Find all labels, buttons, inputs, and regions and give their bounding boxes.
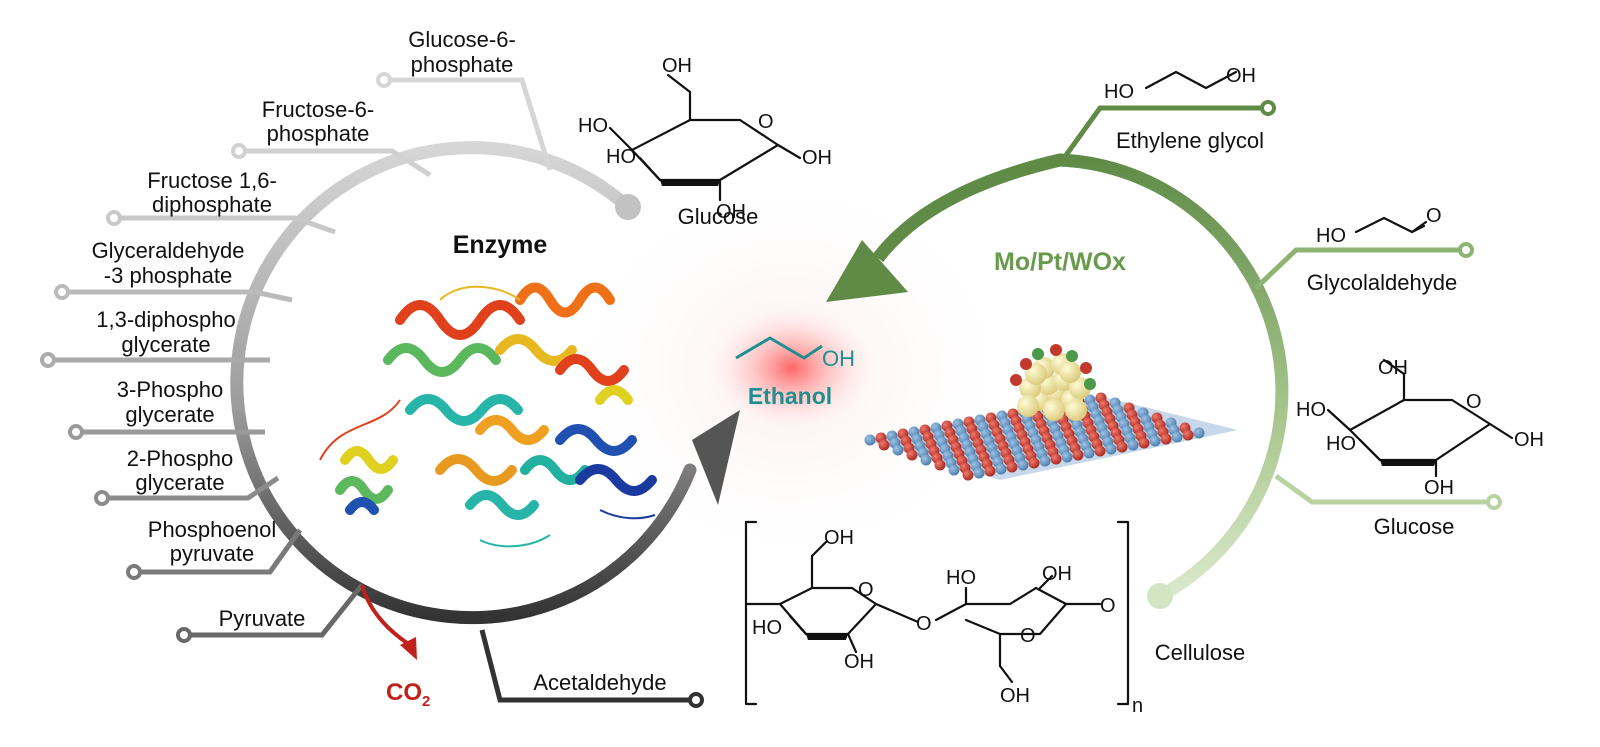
catalytic-pathway: Mo/Pt/WOx Ethylene glycol Glycolaldehyde… xyxy=(826,100,1502,665)
catalyst-title: Mo/Pt/WOx xyxy=(994,248,1126,276)
glucose-top-ho-1: HO xyxy=(578,115,608,137)
glucose-top-oh-2: OH xyxy=(802,147,832,169)
eg-oh: OH xyxy=(1226,65,1256,87)
enzyme-pathway: Glucose-6- phosphate Fructose-6- phospha… xyxy=(40,27,740,710)
enzyme-protein-loops xyxy=(319,285,656,548)
label-glucose-right: Glucose xyxy=(1374,514,1455,539)
label-ethylene-glycol: Ethylene glycol xyxy=(1116,128,1264,153)
cel-oh-4: OH xyxy=(1000,685,1030,707)
co2-arrowhead xyxy=(400,637,417,660)
glucose-top-ho-2: HO xyxy=(606,146,636,168)
label-2-phosphoglycerate-l1: 2-Phospho xyxy=(127,446,233,471)
ga-o: O xyxy=(1426,205,1442,227)
glycolaldehyde-structure: HO O xyxy=(1316,205,1442,247)
ethanol-structure: OH Ethanol xyxy=(735,336,855,409)
glc-r-ring-o: O xyxy=(1466,391,1482,413)
glucose-top-oh-3: OH xyxy=(716,201,746,223)
label-glycolaldehyde: Glycolaldehyde xyxy=(1307,270,1457,295)
label-phosphoenolpyruvate-l1: Phosphoenol xyxy=(148,517,276,542)
glucose-structure-top: OH HO HO O OH OH Glucose xyxy=(578,55,832,229)
cel-ring-o-1: O xyxy=(858,579,874,601)
cel-oh-1: OH xyxy=(824,527,854,549)
enzyme-branch-nodes xyxy=(40,72,704,708)
glc-r-oh-3: OH xyxy=(1424,477,1454,499)
cel-oh-3: OH xyxy=(1042,563,1072,585)
enzyme-arrowhead xyxy=(692,410,740,505)
label-2-phosphoglycerate-l2: glycerate xyxy=(135,470,224,495)
enzyme-branches xyxy=(54,77,690,703)
label-cellulose: Cellulose xyxy=(1155,640,1246,665)
label-pyruvate: Pyruvate xyxy=(219,606,306,631)
co2-arrow xyxy=(360,584,412,647)
label-fructose-6-phosphate-l2: phosphate xyxy=(267,121,370,146)
eg-ho: HO xyxy=(1104,81,1134,103)
label-fructose-16-diphosphate-l2: diphosphate xyxy=(152,192,272,217)
cel-end-o: O xyxy=(1100,595,1116,617)
ethylene-glycol-structure: HO OH xyxy=(1104,65,1256,103)
glucose-top-label: Glucose xyxy=(678,204,759,229)
co2-label: CO2 xyxy=(386,679,430,710)
glc-r-oh-1: OH xyxy=(1378,357,1408,379)
cel-ho-2: HO xyxy=(946,567,976,589)
label-3-phosphoglycerate-l1: 3-Phospho xyxy=(117,377,223,402)
ga-ho: HO xyxy=(1316,225,1346,247)
glc-r-ho-1: HO xyxy=(1296,399,1326,421)
catalyst-arrowhead xyxy=(826,240,908,302)
glucose-node xyxy=(615,194,641,220)
label-3-phosphoglycerate-l2: glycerate xyxy=(125,402,214,427)
label-glucose-6-phosphate-l2: phosphate xyxy=(411,52,514,77)
label-phosphoenolpyruvate-l2: pyruvate xyxy=(170,541,254,566)
label-glyceraldehyde-3-phosphate-l2: -3 phosphate xyxy=(104,263,232,288)
catalyst-surface-model xyxy=(864,344,1238,481)
ethanol-glow xyxy=(712,308,872,428)
cel-ring-o-2: O xyxy=(1020,625,1036,647)
label-fructose-16-diphosphate-l1: Fructose 1,6- xyxy=(147,168,277,193)
catalyst-arrow-shaft xyxy=(872,153,1062,262)
cel-bridge-o: O xyxy=(916,613,932,635)
enzyme-cycle-arc xyxy=(230,141,697,625)
ethanol-oh: OH xyxy=(822,346,855,371)
label-13-diphosphoglycerate-l1: 1,3-diphospho xyxy=(96,307,235,332)
label-13-diphosphoglycerate-l2: glycerate xyxy=(121,332,210,357)
cellulose-structure: n OH O HO OH O HO OH O OH O xyxy=(744,520,1143,717)
glucose-top-oh-1: OH xyxy=(662,55,692,77)
glc-r-oh-2: OH xyxy=(1514,429,1544,451)
enzyme-title: Enzyme xyxy=(453,231,548,259)
glucose-structure-right: OH HO HO O OH OH xyxy=(1296,357,1544,499)
label-fructose-6-phosphate-l1: Fructose-6- xyxy=(262,97,374,122)
label-glucose-6-phosphate-l1: Glucose-6- xyxy=(408,27,516,52)
catalyst-branch-nodes xyxy=(1260,100,1502,510)
enzyme-labels: Glucose-6- phosphate Fructose-6- phospha… xyxy=(92,27,667,695)
enzyme-protein-structure xyxy=(335,282,657,520)
cellulose-node xyxy=(1147,583,1173,609)
label-acetaldehyde: Acetaldehyde xyxy=(533,670,666,695)
catalyst-cycle-arc xyxy=(1053,153,1289,603)
label-glyceraldehyde-3-phosphate-l1: Glyceraldehyde xyxy=(92,238,245,263)
cel-ho-1: HO xyxy=(752,617,782,639)
cel-oh-2: OH xyxy=(844,651,874,673)
cellulose-n: n xyxy=(1132,695,1143,717)
glc-r-ho-2: HO xyxy=(1326,433,1356,455)
glucose-top-ring-o: O xyxy=(758,111,774,133)
catalyst-branches xyxy=(1061,105,1488,505)
ethanol-label: Ethanol xyxy=(748,383,832,409)
